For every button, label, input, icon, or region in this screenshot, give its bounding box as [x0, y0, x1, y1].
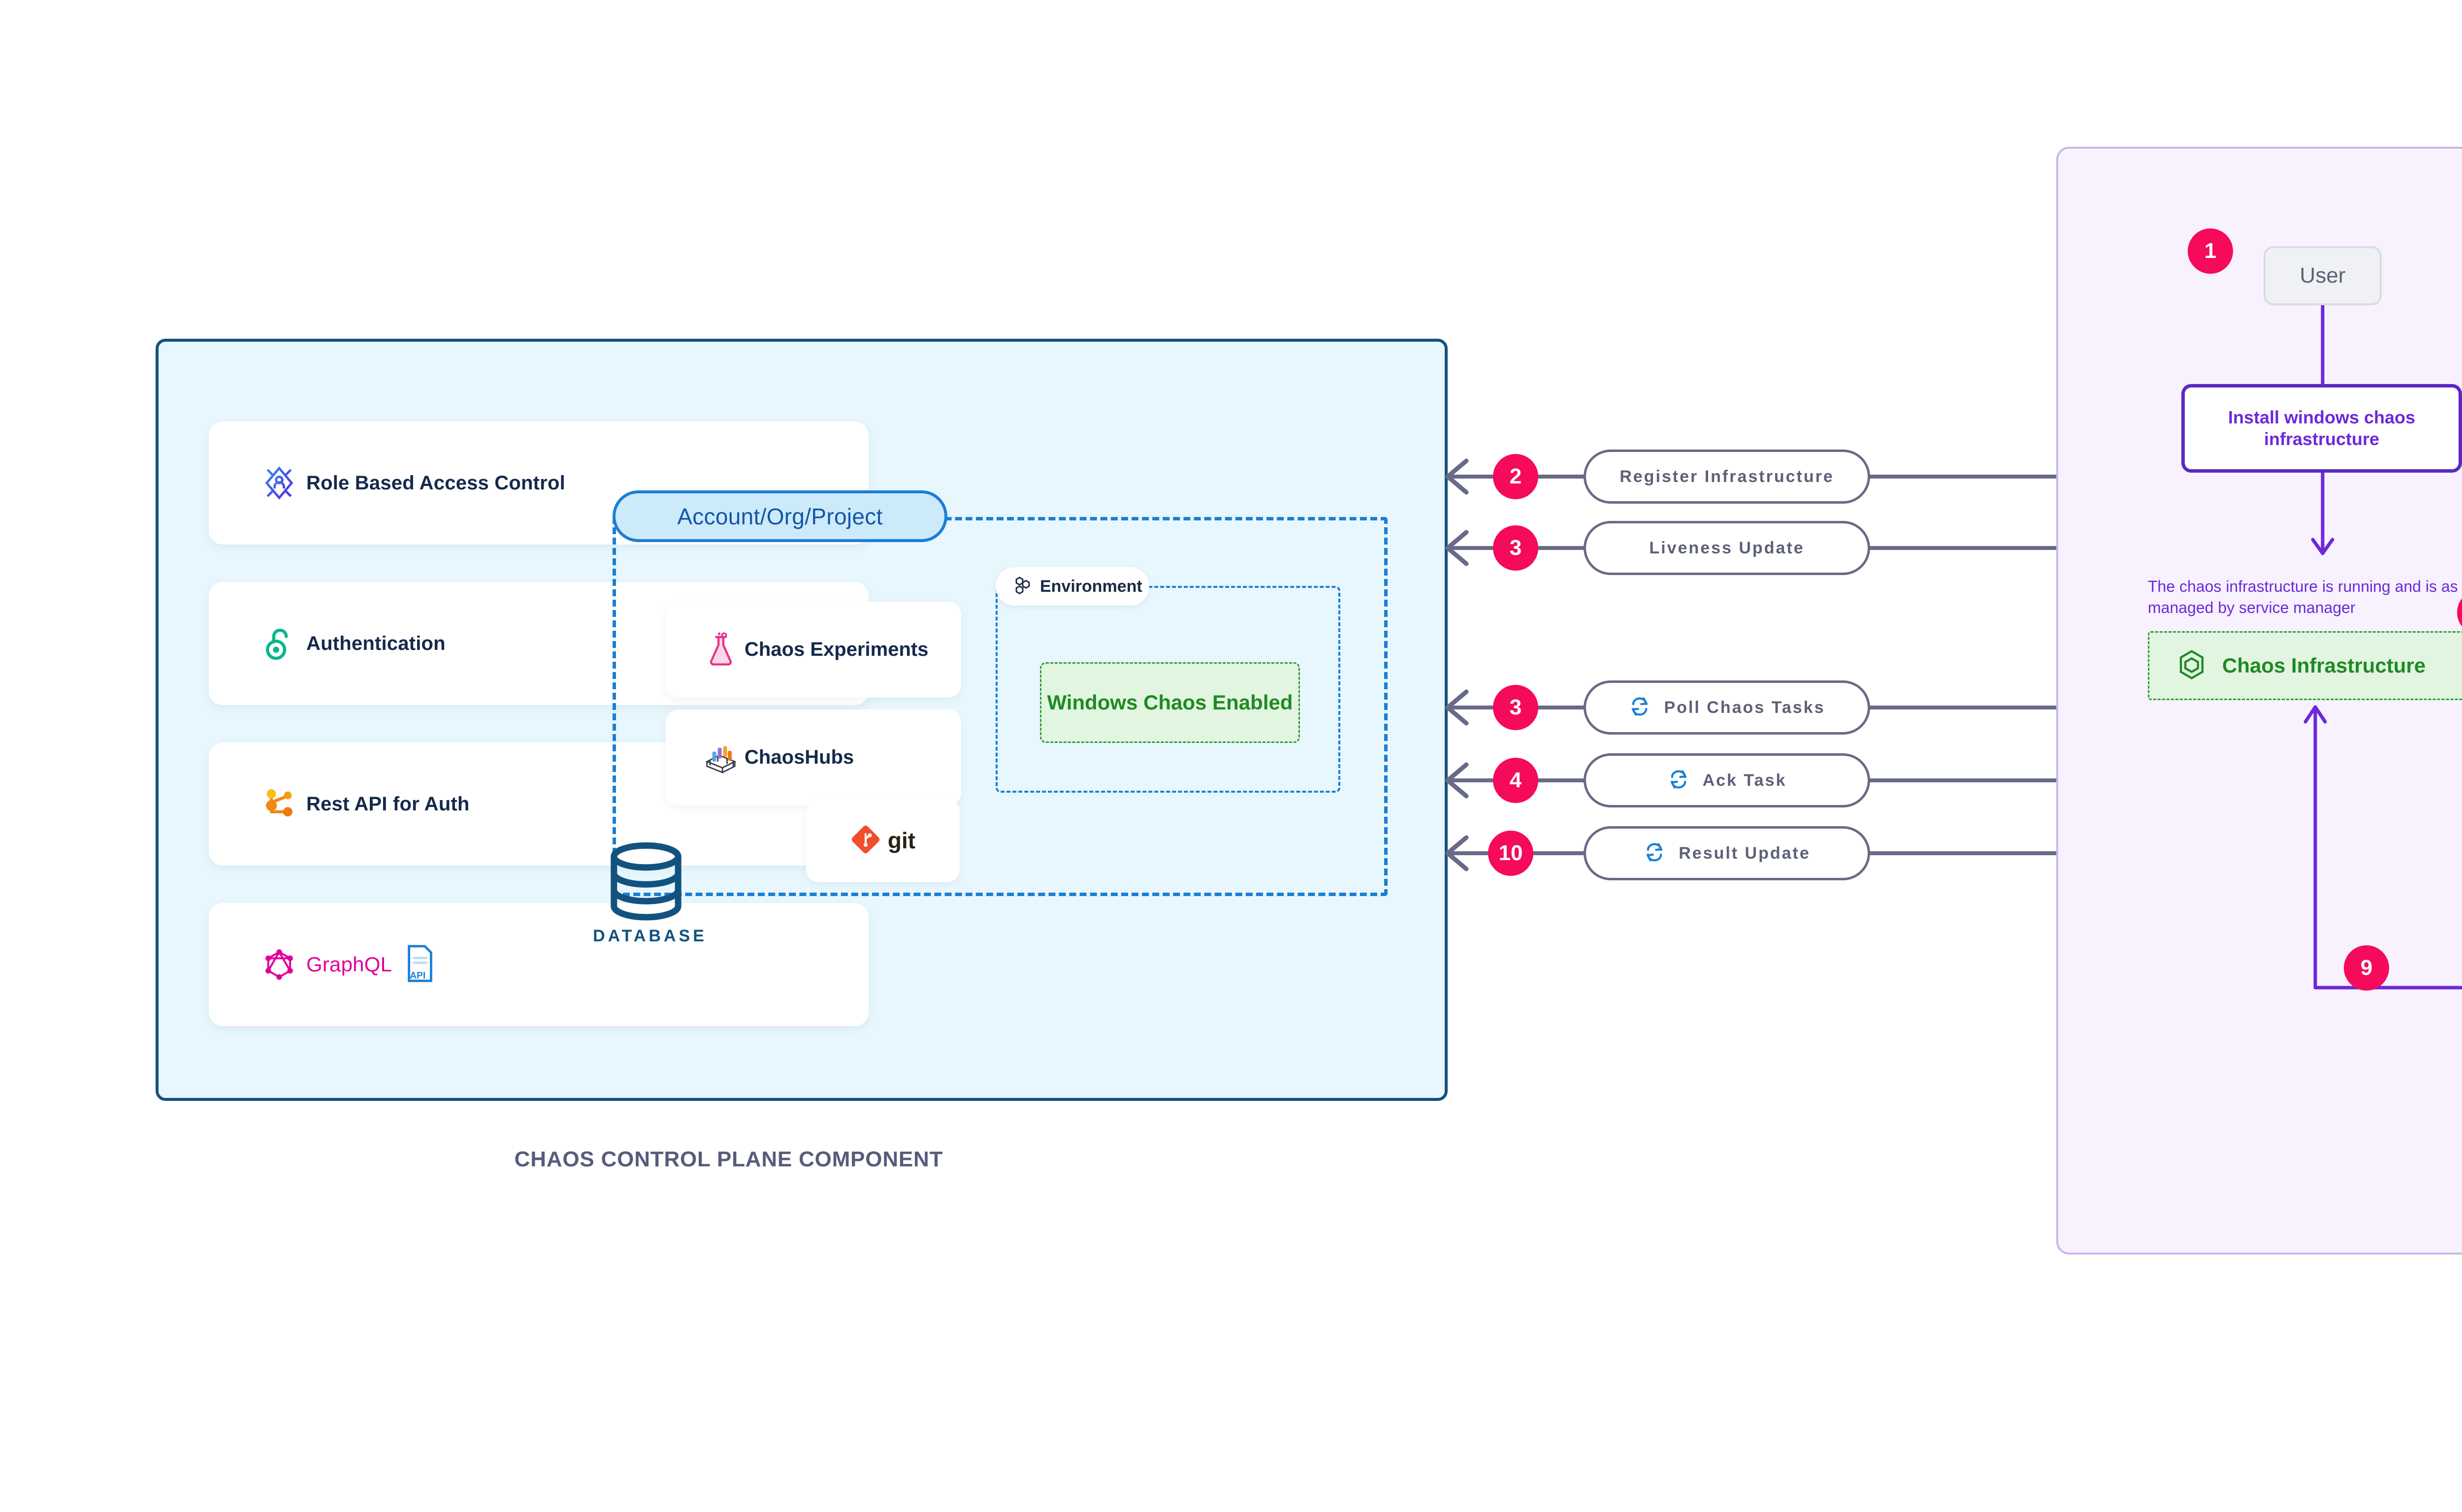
badge-number: 4 [1509, 768, 1522, 792]
badge-number: 9 [2360, 956, 2373, 980]
card-git[interactable]: git [806, 799, 960, 882]
install-windows-chaos-infrastructure-node[interactable]: Install windows chaos infrastructure [2181, 384, 2462, 473]
feature-card-label: Rest API for Auth [306, 793, 470, 815]
connector-arrowhead-0 [1445, 458, 1469, 495]
feature-card-label: Authentication [306, 632, 446, 654]
connector-label: Poll Chaos Tasks [1664, 698, 1825, 717]
execution-badge-infra: 6 [2457, 590, 2462, 635]
feature-card-label: GraphQL [306, 953, 392, 976]
database-icon [602, 842, 690, 921]
connector-label: Ack Task [1702, 771, 1787, 790]
execution-badge-user: 1 [2188, 228, 2233, 274]
account-org-project-boundary [613, 517, 1388, 896]
graphql-icon [252, 946, 306, 983]
git-label: git [887, 828, 916, 853]
windows-chaos-enabled-label: Windows Chaos Enabled [1047, 691, 1293, 714]
note-chaos-infrastructure: The chaos infrastructure is running and … [2148, 578, 2462, 617]
connector-arrowhead-1 [1445, 530, 1469, 566]
chaos-infrastructure-label: Chaos Infrastructure [2222, 654, 2426, 677]
control-plane-caption: CHAOS CONTROL PLANE COMPONENT [514, 1147, 943, 1171]
connector-pill-poll-chaos-tasks[interactable]: Poll Chaos Tasks [1584, 680, 1870, 735]
badge-number: 10 [1498, 841, 1523, 865]
auth-lock-icon [252, 625, 306, 662]
chaos-infrastructure-node[interactable]: Chaos Infrastructure [2148, 631, 2462, 700]
connector-label: Liveness Update [1649, 538, 1805, 557]
flask-icon [697, 632, 745, 668]
user-label: User [2300, 263, 2346, 288]
connector-badge-1: 3 [1493, 525, 1538, 571]
badge-number: 3 [1509, 536, 1522, 560]
svg-text:API: API [410, 970, 425, 981]
sync-icon [1628, 695, 1651, 720]
connector-arrowhead-2 [1445, 689, 1469, 726]
sync-icon [1667, 768, 1690, 793]
feature-card-label: Role Based Access Control [306, 472, 565, 494]
environment-boundary [996, 586, 1340, 793]
inner-card-label: ChaosHubs [745, 746, 854, 768]
connector-pill-register-infrastructure[interactable]: Register Infrastructure [1584, 450, 1870, 504]
connector-badge-3: 4 [1493, 758, 1538, 803]
badge-number: 2 [1509, 464, 1522, 488]
connector-label: Register Infrastructure [1620, 467, 1834, 486]
environment-hex-icon [1012, 575, 1033, 598]
account-org-project-label: Account/Org/Project [677, 503, 883, 529]
account-org-project-pill[interactable]: Account/Org/Project [613, 490, 947, 542]
badge-number: 1 [2204, 239, 2217, 263]
install-label: Install windows chaos infrastructure [2228, 407, 2416, 449]
api-document-icon: API [404, 944, 436, 986]
connector-badge-4: 10 [1488, 831, 1533, 876]
inner-card-label: Chaos Experiments [745, 639, 929, 660]
environment-label: Environment [1040, 577, 1142, 596]
test-tube-rack-icon [697, 741, 745, 774]
connector-pill-result-update[interactable]: Result Update [1584, 826, 1870, 880]
card-chaos-experiments[interactable]: Chaos Experiments [666, 602, 961, 698]
chaos-execution-plane-panel [2056, 147, 2462, 1255]
card-chaoshubs[interactable]: ChaosHubs [666, 709, 961, 805]
connector-pill-ack-task[interactable]: Ack Task [1584, 753, 1870, 807]
rest-api-icon [252, 785, 306, 823]
windows-chaos-enabled-badge: Windows Chaos Enabled [1040, 662, 1300, 743]
execution-badge-fault: 9 [2344, 945, 2389, 991]
connector-pill-liveness-update[interactable]: Liveness Update [1584, 521, 1870, 575]
connector-arrowhead-4 [1445, 835, 1469, 871]
feature-card-rbac[interactable]: Role Based Access Control [209, 421, 869, 545]
connector-badge-0: 2 [1493, 454, 1538, 499]
git-icon [850, 824, 881, 857]
rbac-icon [252, 464, 306, 502]
chaos-infrastructure-hex-icon [2178, 649, 2205, 682]
connector-arrowhead-3 [1445, 762, 1469, 799]
badge-number: 3 [1509, 695, 1522, 719]
connector-badge-2: 3 [1493, 685, 1538, 730]
feature-card-graphql[interactable]: GraphQL API [209, 903, 869, 1026]
database-label: DATABASE [593, 927, 707, 945]
user-node[interactable]: User [2264, 246, 2382, 305]
execution-plane-caption: CHAOS EXECUTION PLANE COMPONENT [2442, 1315, 2462, 1339]
connector-label: Result Update [1679, 843, 1811, 863]
environment-pill[interactable]: Environment [996, 567, 1149, 606]
sync-icon [1643, 841, 1666, 866]
